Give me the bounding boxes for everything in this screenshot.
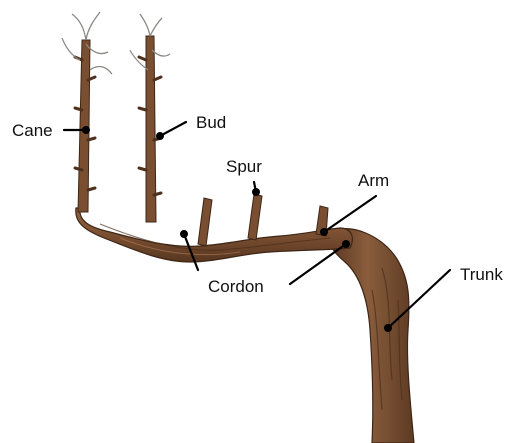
right-cane-shape	[130, 14, 170, 222]
bud-leader-line	[160, 122, 186, 136]
arm-dot	[320, 228, 328, 236]
trunk-dot	[384, 324, 392, 332]
arm-leader-line	[324, 196, 376, 232]
cane-label: Cane	[12, 121, 53, 140]
cordon-label: Cordon	[208, 277, 264, 296]
bud-dot	[156, 132, 164, 140]
bud-label: Bud	[196, 113, 226, 132]
spur-label: Spur	[226, 157, 262, 176]
trunk-label: Trunk	[460, 265, 503, 284]
cane-dot	[82, 126, 90, 134]
cordon-shape	[76, 208, 353, 262]
arm-label: Arm	[358, 171, 389, 190]
cordon-dot-2	[342, 240, 350, 248]
cordon-dot-1	[180, 230, 188, 238]
left-cane-shape	[62, 12, 112, 212]
spur-dot	[252, 188, 260, 196]
trunk-shape	[330, 229, 414, 443]
